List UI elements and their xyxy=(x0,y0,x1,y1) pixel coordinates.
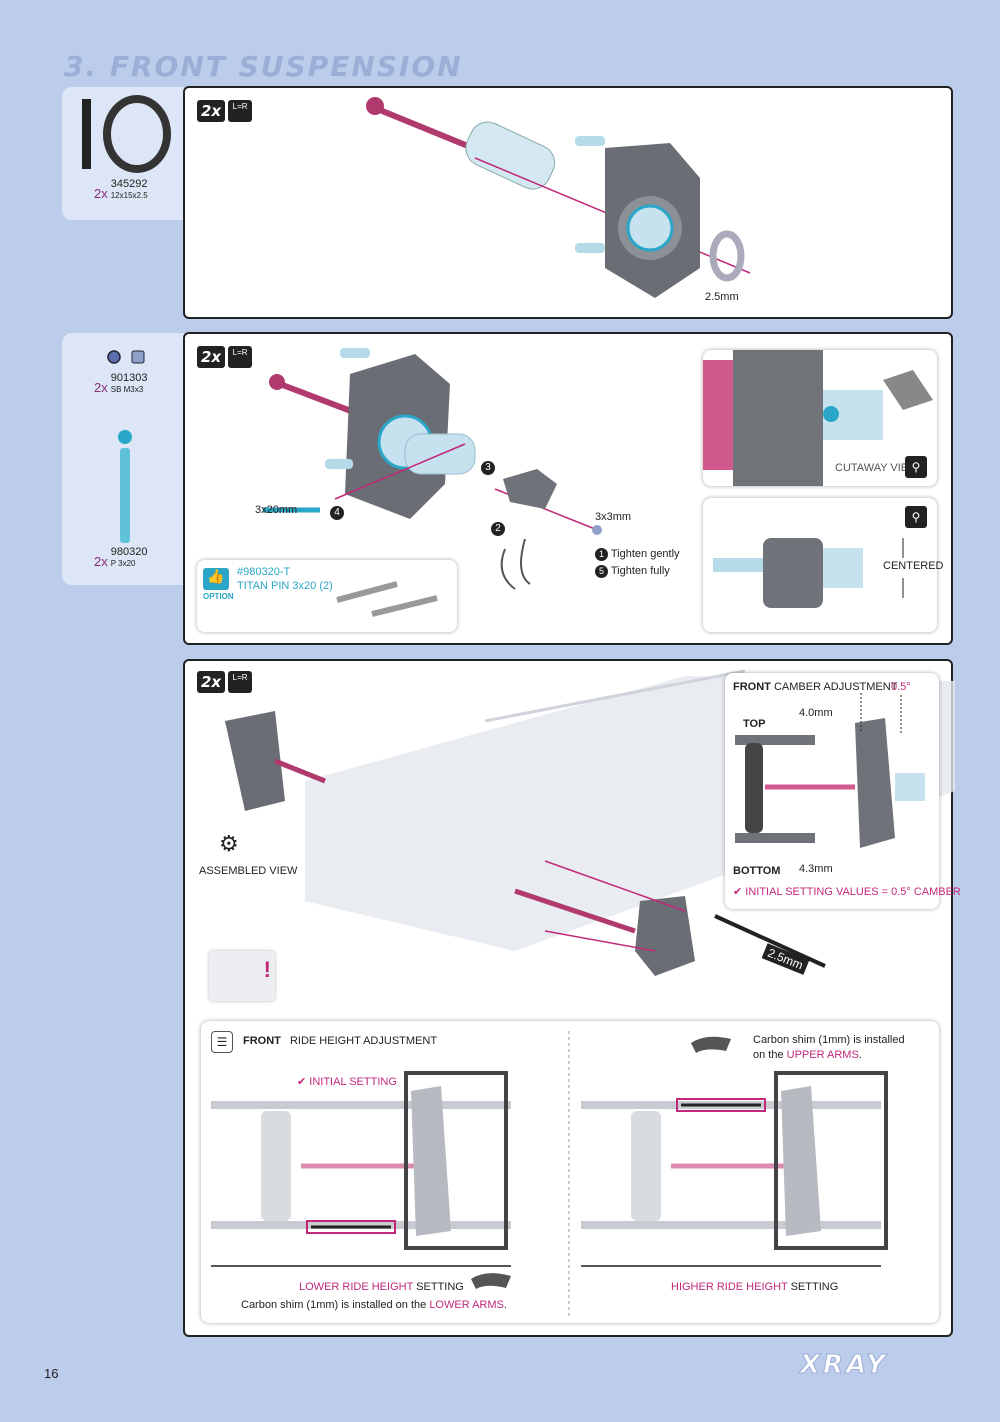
bottom-label: BOTTOM xyxy=(733,865,781,877)
option-badge: OPTION xyxy=(203,592,234,601)
tighten-notes: 1 Tighten gently 5 Tighten fully xyxy=(595,546,680,580)
upper-shim-note: Carbon shim (1mm) is installed xyxy=(753,1034,905,1046)
magnifier-icon: ⚲ xyxy=(905,456,927,478)
screw-size-label: 3x3mm xyxy=(595,511,632,523)
assembled-view-label: ASSEMBLED VIEW xyxy=(199,865,298,877)
step-number-4: 4 xyxy=(330,506,344,520)
check-icon: ✔ xyxy=(733,886,743,898)
step-number-3: 3 xyxy=(481,461,495,475)
centered-view-box: ⚲ CENTERED xyxy=(703,498,944,632)
option-part-number: #980320-T xyxy=(237,566,291,578)
assembled-view-icon: ⚙ xyxy=(219,831,239,856)
cutaway-label: CUTAWAY VIEW xyxy=(835,462,919,474)
hex-size-label: 2.5mm xyxy=(705,291,739,303)
part-qty: 2x xyxy=(94,186,108,201)
centered-label: CENTERED xyxy=(883,560,944,572)
hub-assembly-diagram xyxy=(366,97,751,298)
part-number: 345292 xyxy=(110,178,148,190)
lower-shim-note: Carbon shim (1mm) is installed on the xyxy=(241,1299,427,1311)
lower-ride-height-label: LOWER RIDE HEIGHT xyxy=(299,1281,414,1293)
lr-icon: L=R xyxy=(228,100,253,122)
quantity-badge: 2x L=R xyxy=(197,346,253,368)
initial-setting-label: INITIAL SETTING xyxy=(309,1076,397,1088)
front-label: FRONT xyxy=(733,681,771,693)
part-qty: 2x xyxy=(94,380,108,395)
part-size: 12x15x2.5 xyxy=(110,191,148,200)
part-size: SB M3x3 xyxy=(110,385,144,394)
camber-diagram xyxy=(735,693,925,848)
parts-icons xyxy=(107,350,145,543)
brand-logo: XRAY xyxy=(799,1350,889,1381)
front-label: FRONT xyxy=(243,1035,281,1047)
camber-initial-values: INITIAL SETTING VALUES = 0.5° CAMBER xyxy=(745,886,961,898)
check-icon: ✔ xyxy=(297,1076,307,1088)
ride-height-title: RIDE HEIGHT ADJUSTMENT xyxy=(289,1035,438,1047)
note-text: Tighten gently xyxy=(610,548,680,560)
part-number: 980320 xyxy=(110,546,148,558)
step-number-2: 2 xyxy=(491,522,505,536)
step-panel-1: 2x L=R 2.5mm xyxy=(183,86,953,319)
option-box: 👍 OPTION #980320-T TITAN PIN 3x20 (2) xyxy=(197,560,457,632)
higher-setting-label: SETTING xyxy=(790,1281,839,1293)
parts-panel-2: 2x 901303 SB M3x3 2x 980320 P 3x20 xyxy=(62,333,184,585)
step-panel-3: 2x L=R ⚙ ASSEMBLED VIEW 2.5mm ! FRONT CA… xyxy=(183,659,961,1337)
ride-height-diagrams xyxy=(211,1031,888,1316)
pin-size-label: 3x20mm xyxy=(255,504,298,516)
option-part-name: TITAN PIN 3x20 (2) xyxy=(237,580,333,592)
part-qty: 2x xyxy=(94,554,108,569)
thumbs-up-icon: 👍 xyxy=(203,568,229,590)
warning-icon: ! xyxy=(209,951,275,1001)
upright-assembly-diagram xyxy=(263,348,602,590)
cutaway-view-box: CUTAWAY VIEW ⚲ xyxy=(703,350,937,486)
titan-pin-image xyxy=(336,581,438,617)
part-size: P 3x20 xyxy=(110,559,136,568)
settings-icon: ☰ xyxy=(211,1031,233,1053)
camber-angle: 0.5° xyxy=(891,681,911,693)
top-dimension: 4.0mm xyxy=(799,707,833,719)
lower-setting-label: SETTING xyxy=(416,1281,464,1293)
centered-diagram xyxy=(713,538,904,608)
lower-arms-label: LOWER ARMS xyxy=(429,1299,504,1311)
lr-icon: L=R xyxy=(228,671,253,693)
higher-ride-height-label: HIGHER RIDE HEIGHT xyxy=(671,1281,788,1293)
page-title: 3. FRONT SUSPENSION xyxy=(64,50,463,83)
exclamation-icon: ! xyxy=(263,957,271,982)
camber-adjustment-box: FRONT CAMBER ADJUSTMENT 0.5° TOP 4.0mm B… xyxy=(725,673,961,909)
top-label: TOP xyxy=(743,718,766,730)
upper-arms-label: UPPER ARMS xyxy=(786,1049,859,1061)
bottom-dimension: 4.3mm xyxy=(799,863,833,875)
ride-height-box: ☰ FRONT RIDE HEIGHT ADJUSTMENT ✔ INITIAL… xyxy=(201,1021,939,1323)
quantity-badge: 2x L=R xyxy=(197,671,253,693)
upper-shim-note-b: on the xyxy=(753,1049,784,1061)
note-text: Tighten fully xyxy=(610,565,670,577)
magnifier-icon: ⚲ xyxy=(905,506,927,528)
o-ring-icon xyxy=(82,95,171,173)
lr-icon: L=R xyxy=(228,346,253,368)
cutaway-diagram xyxy=(703,350,933,486)
page-number: 16 xyxy=(44,1366,59,1381)
step-panel-2: 2x L=R 3x20mm 3x3mm 3 4 2 1 Tighten gent… xyxy=(183,332,953,645)
quantity-badge: 2x L=R xyxy=(197,100,253,122)
parts-panel-1: 2x 345292 12x15x2.5 xyxy=(62,87,184,220)
part-number: 901303 xyxy=(110,372,148,384)
camber-title: CAMBER ADJUSTMENT xyxy=(773,681,898,693)
